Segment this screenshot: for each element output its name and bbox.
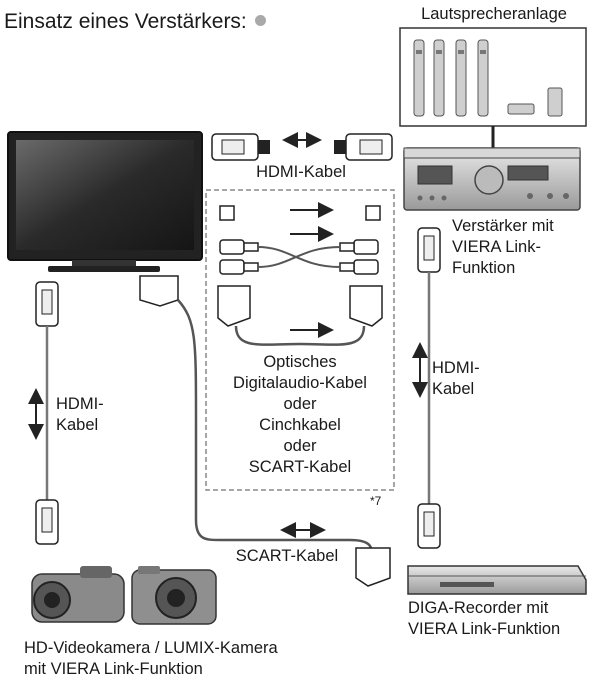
diga-recorder-device bbox=[407, 565, 587, 595]
amplifier-label-line-3: Funktion bbox=[452, 259, 516, 277]
hdmi-cable-top bbox=[211, 132, 393, 161]
hdmi-right-label: HDMI- Kabel bbox=[432, 358, 512, 400]
hdmi-right-line-2: Kabel bbox=[432, 380, 475, 398]
hdmi-left-label: HDMI- Kabel bbox=[56, 394, 136, 436]
recorder-label-line-1: DIGA-Recorder mit bbox=[408, 599, 549, 617]
middle-label-4: oder bbox=[283, 437, 317, 455]
camera-label: HD-Videokamera / LUMIX-Kamera mit VIERA … bbox=[24, 638, 344, 680]
camera-label-line-1: HD-Videokamera / LUMIX-Kamera bbox=[24, 639, 278, 657]
middle-label-1: Digitalaudio-Kabel bbox=[233, 374, 367, 392]
tv-device bbox=[7, 131, 203, 272]
hdmi-cable-left bbox=[28, 281, 59, 545]
camera-devices bbox=[31, 566, 217, 625]
hdmi-left-line-1: HDMI- bbox=[56, 395, 104, 413]
page-title: Einsatz eines Verstärkers: bbox=[4, 10, 266, 34]
camera-label-line-2: mit VIERA Link-Funktion bbox=[24, 660, 203, 678]
middle-label-2: oder bbox=[283, 395, 317, 413]
middle-label-5: SCART-Kabel bbox=[248, 458, 352, 476]
scart-cable-option bbox=[217, 285, 383, 346]
amplifier-label: Verstärker mit VIERA Link- Funktion bbox=[452, 216, 596, 279]
hdmi-left-line-2: Kabel bbox=[56, 416, 99, 434]
middle-label-0: Optisches bbox=[263, 353, 337, 371]
middle-label-3: Cinchkabel bbox=[259, 416, 341, 434]
amplifier-label-line-1: Verstärker mit bbox=[452, 217, 554, 235]
speaker-label: Lautsprecheranlage bbox=[421, 5, 567, 23]
bullet-dot-icon bbox=[254, 15, 266, 26]
hdmi-top-label: HDMI-Kabel bbox=[256, 163, 346, 181]
optical-cable bbox=[219, 202, 381, 221]
footnote-marker: *7 bbox=[370, 494, 382, 508]
recorder-label: DIGA-Recorder mit VIERA Link-Funktion bbox=[408, 598, 598, 640]
speaker-system bbox=[399, 27, 587, 148]
title-text: Einsatz eines Verstärkers: bbox=[4, 10, 247, 33]
amplifier-label-line-2: VIERA Link- bbox=[452, 238, 541, 256]
amplifier-device bbox=[403, 147, 581, 211]
cable-options-box bbox=[205, 189, 395, 491]
middle-cable-labels: Optisches Digitalaudio-Kabel oder Cinchk… bbox=[206, 352, 394, 478]
scart-cable-bottom bbox=[139, 275, 391, 587]
cinch-cable bbox=[219, 226, 379, 275]
recorder-label-line-2: VIERA Link-Funktion bbox=[408, 620, 561, 638]
hdmi-cable-right bbox=[412, 227, 441, 549]
scart-bottom-label: SCART-Kabel bbox=[235, 547, 339, 565]
hdmi-right-line-1: HDMI- bbox=[432, 359, 480, 377]
